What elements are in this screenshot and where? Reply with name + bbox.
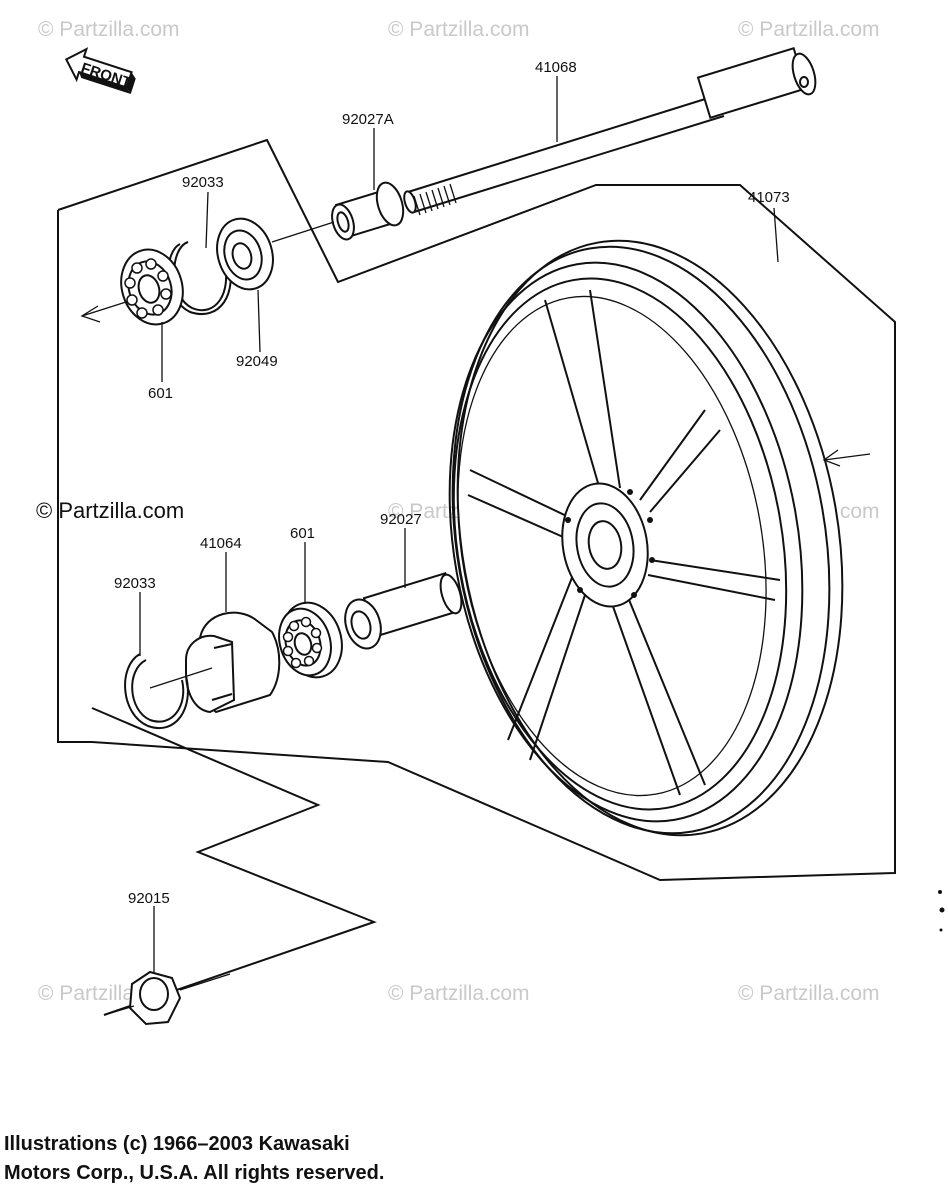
copyright-line-1: Illustrations (c) 1966–2003 Kawasaki xyxy=(4,1133,350,1155)
watermark-top-center: © Partzilla.com xyxy=(388,18,530,41)
label-41073: 41073 xyxy=(748,189,790,206)
watermark-top-right: © Partzilla.com xyxy=(738,18,880,41)
leader-lines xyxy=(139,76,779,974)
axis-line-left xyxy=(81,301,127,317)
copyright-line-2: Motors Corp., U.S.A. All rights reserved… xyxy=(4,1162,385,1184)
watermark-top-left: © Partzilla.com xyxy=(38,18,180,41)
label-92027: 92027 xyxy=(380,511,422,528)
axis-line-upper xyxy=(271,221,335,243)
circlip-lower xyxy=(124,653,189,729)
label-41068: 41068 xyxy=(535,59,577,76)
label-92049: 92049 xyxy=(236,353,278,370)
axis-line-right xyxy=(823,453,871,461)
label-601-upper: 601 xyxy=(148,385,173,402)
copyright-notice: Illustrations (c) 1966–2003 Kawasaki Mot… xyxy=(4,1130,704,1188)
axis-arrow-right-icon xyxy=(822,449,841,467)
nut xyxy=(103,970,231,1026)
label-92033-lower: 92033 xyxy=(114,575,156,592)
upper-outline xyxy=(57,138,896,882)
gear-housing xyxy=(149,611,281,714)
label-92015: 92015 xyxy=(128,890,170,907)
label-601-lower: 601 xyxy=(290,525,315,542)
part-labels: 41068 92027A 41073 92033 92049 601 41064… xyxy=(114,59,790,907)
watermark-bottom-right: © Partzilla.com xyxy=(738,982,880,1005)
label-41064: 41064 xyxy=(200,535,242,552)
wheel xyxy=(448,239,844,837)
axle xyxy=(403,47,817,216)
watermark-main: © Partzilla.com xyxy=(36,498,184,523)
wheel-spokes xyxy=(467,289,781,796)
collar-right xyxy=(331,181,405,241)
collar-left xyxy=(344,572,463,650)
bearing-upper xyxy=(120,248,184,326)
nut-outline xyxy=(91,707,377,1016)
axis-arrow-left-icon xyxy=(80,305,101,323)
oil-seal xyxy=(216,217,274,291)
label-92027a: 92027A xyxy=(342,111,394,128)
edge-marks xyxy=(938,890,945,932)
label-92033-upper: 92033 xyxy=(182,174,224,191)
watermark-bottom-center: © Partzilla.com xyxy=(388,982,530,1005)
front-arrow-icon xyxy=(64,47,136,95)
bearing-lower xyxy=(278,601,343,679)
